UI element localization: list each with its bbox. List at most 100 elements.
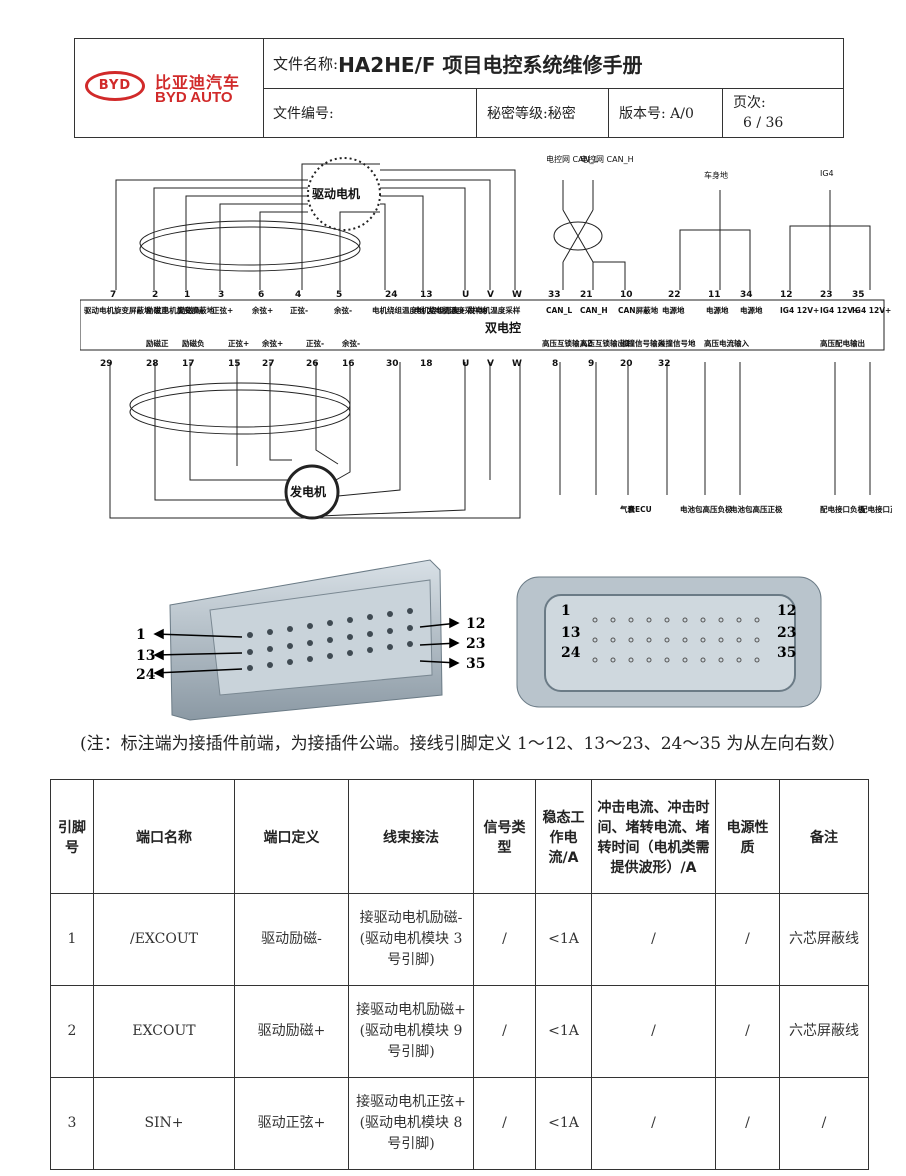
table-cell: 六芯屏蔽线 xyxy=(779,985,869,1078)
bottom-pin-label: 高压互锁输出1 xyxy=(580,338,630,348)
top-pin-label: 电源地 xyxy=(740,305,763,315)
top-pin-label: IG4 12V+ xyxy=(820,306,859,315)
page-number-cell: 页次: 6 / 36 xyxy=(723,88,843,137)
top-pin-label: CAN_L xyxy=(546,306,572,315)
ig4-top-label: IG4 xyxy=(820,169,834,178)
table-cell: SIN+ xyxy=(93,1077,235,1170)
top-pin-number: V xyxy=(487,290,494,300)
secret-level: 秘密等级:秘密 xyxy=(477,88,609,137)
bottom-pin-number: 29 xyxy=(100,359,113,369)
top-pin-number: 23 xyxy=(820,290,833,300)
right-label-12: 12 xyxy=(466,616,485,632)
table-cell: 2 xyxy=(50,985,94,1078)
top-pin-number: 2 xyxy=(152,290,158,300)
can-l-top-label: 电控网 CAN_L xyxy=(546,154,599,164)
generator-label: 发电机 xyxy=(289,484,326,499)
wiring-diagram: 驱动电机 发电机 双电控 电控网 CAN_L 电控网 CAN_H 车身地 IG4… xyxy=(80,154,892,520)
right-label-35: 35 xyxy=(466,656,485,672)
document-header: BYD 比亚迪汽车 BYD AUTO 文件名称: HA2HE/F 项目电控系统维… xyxy=(74,38,844,138)
top-pin-label: CAN_H xyxy=(580,306,608,315)
header-inrush-current: 冲击电流、冲击时间、堵转电流、堵转时间（电机类需提供波形）/A xyxy=(591,779,716,894)
table-cell: <1A xyxy=(535,985,592,1078)
table-cell: 驱动励磁+ xyxy=(234,985,349,1078)
top-shield-oval-2 xyxy=(139,226,361,272)
bottom-pin-number: 20 xyxy=(620,359,633,369)
header-remarks: 备注 xyxy=(779,779,869,894)
top-pin-label: IG4 12V+ xyxy=(780,306,819,315)
document-title: HA2HE/F 项目电控系统维修手册 xyxy=(338,53,643,77)
top-pin-number: 11 xyxy=(708,290,721,300)
top-pin-number: 6 xyxy=(258,290,264,300)
drive-motor-label: 驱动电机 xyxy=(312,186,360,201)
front-label-12: 12 xyxy=(777,603,796,619)
bottom-pin-number: 28 xyxy=(146,359,159,369)
top-pin-label: 电源地 xyxy=(662,305,685,315)
top-pin-label: CAN屏蔽地 xyxy=(618,305,659,315)
diagram-output-label: 电池包高压负极 xyxy=(680,504,733,514)
table-cell: <1A xyxy=(535,893,592,986)
table-cell: 1 xyxy=(50,893,94,986)
diagram-output-label: 气囊ECU xyxy=(619,504,652,514)
top-pin-label: 余弦+ xyxy=(251,305,273,315)
top-pin-label: IG4 12V+ xyxy=(852,306,891,315)
left-label-13: 13 xyxy=(136,648,155,664)
connector-front-view: 1 13 24 12 23 35 xyxy=(516,576,822,708)
bottom-pin-number: 17 xyxy=(182,359,195,369)
front-label-24: 24 xyxy=(561,645,581,661)
top-pin-number: 10 xyxy=(620,290,633,300)
table-cell: 六芯屏蔽线 xyxy=(779,893,869,986)
table-cell: 接驱动电机励磁+(驱动电机模块 9 号引脚) xyxy=(348,985,474,1078)
file-number-label: 文件编号: xyxy=(263,88,477,137)
front-label-23: 23 xyxy=(777,625,796,641)
left-label-1: 1 xyxy=(136,627,146,643)
table-cell: / xyxy=(473,985,536,1078)
page-value: 6 / 36 xyxy=(743,114,784,131)
bottom-pin-number: 27 xyxy=(262,359,275,369)
top-pin-number: 33 xyxy=(548,290,561,300)
top-pin-label: 励磁负 xyxy=(178,305,201,315)
header-port-name: 端口名称 xyxy=(93,779,235,894)
header-pin-no: 引脚号 xyxy=(50,779,94,894)
dual-controller-label: 双电控 xyxy=(485,320,521,335)
table-cell: / xyxy=(715,893,780,986)
header-power-nature: 电源性质 xyxy=(715,779,780,894)
diagram-output-label: 配电接口正极 xyxy=(860,504,892,514)
front-label-35: 35 xyxy=(777,645,796,661)
bottom-pin-label: 正弦- xyxy=(306,338,324,348)
bottom-pin-number: 32 xyxy=(658,359,671,369)
top-pin-label: 电机绕组温度+ 发电机温度采样 xyxy=(414,305,521,315)
bottom-pin-number: 16 xyxy=(342,359,355,369)
bottom-pin-number: 18 xyxy=(420,359,433,369)
body-ground-label: 车身地 xyxy=(704,170,728,180)
top-pin-label: 励磁正 xyxy=(146,305,169,315)
top-pin-number: 5 xyxy=(336,290,342,300)
table-cell: 接驱动电机励磁-(驱动电机模块 3 号引脚) xyxy=(348,893,474,986)
file-name-cell: 文件名称: HA2HE/F 项目电控系统维修手册 xyxy=(263,39,843,88)
top-pin-number: 4 xyxy=(295,290,301,300)
bottom-pin-number: 15 xyxy=(228,359,241,369)
table-cell: / xyxy=(473,1077,536,1170)
top-pin-number: 34 xyxy=(740,290,753,300)
top-pin-number: W xyxy=(512,290,522,300)
bottom-pin-label: 正弦+ xyxy=(228,338,249,348)
top-pin-number: 7 xyxy=(110,290,116,300)
bottom-pin-label: 碰撞信号地 xyxy=(658,338,696,348)
bottom-pin-label: 励磁负 xyxy=(182,338,205,348)
top-shield-oval xyxy=(139,220,361,266)
bottom-pin-number: 30 xyxy=(386,359,399,369)
table-cell: / xyxy=(779,1077,869,1170)
table-cell: / xyxy=(591,1077,716,1170)
bottom-pin-number: W xyxy=(512,359,522,369)
table-cell: 驱动正弦+ xyxy=(234,1077,349,1170)
top-pin-number: 22 xyxy=(668,290,681,300)
left-label-24: 24 xyxy=(136,667,156,683)
drive-motor-circle xyxy=(307,157,381,231)
table-cell: / xyxy=(715,1077,780,1170)
table-cell: / xyxy=(591,985,716,1078)
bottom-pin-label: 碰撞信号输入 xyxy=(620,338,665,348)
bottom-pin-label: 高压配电输出 xyxy=(820,338,865,348)
top-pin-number: U xyxy=(462,290,469,300)
